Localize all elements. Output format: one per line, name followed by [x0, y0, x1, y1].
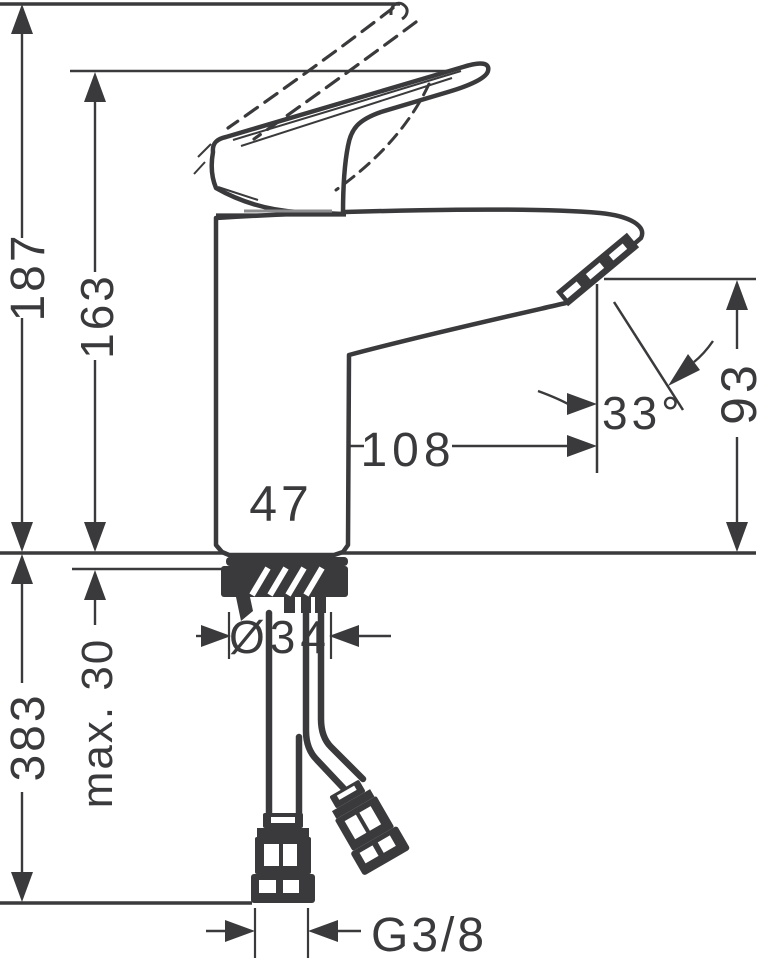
- arrow-g38-left: [225, 920, 255, 942]
- connector-cap-slot: [259, 880, 276, 893]
- aerator-slot: [562, 281, 582, 299]
- arrow-max30-up: [84, 570, 106, 600]
- connector-cap-slot: [283, 880, 299, 893]
- dim-diameter-label: Ø34: [229, 611, 331, 663]
- raised-handle-lower-edge: [252, 20, 418, 141]
- faucet: [193, 1, 645, 558]
- arrow-383-up: [11, 554, 33, 584]
- aerator-slots: [562, 243, 628, 299]
- right-hose-wall: [317, 609, 367, 783]
- raised-handle-tip-hook: [389, 1, 409, 21]
- arrow-108-right: [567, 435, 597, 457]
- mounting-washer: [226, 557, 348, 566]
- angle-leader-left-tail: [537, 389, 569, 406]
- dim-33deg-label: 33°: [602, 387, 684, 439]
- handle-pivot-line: [217, 186, 259, 201]
- supply-hoses: [251, 609, 410, 903]
- handle-highlight-line: [240, 77, 453, 147]
- raised-handle-back-dash: [197, 143, 212, 158]
- dimension-lines: [20, 32, 739, 933]
- angle-leader-right-tail: [693, 340, 714, 363]
- right-hose-wall: [302, 609, 353, 798]
- handle-lever-outline: [209, 61, 491, 217]
- connector-neck-slot: [271, 817, 295, 823]
- arrow-93-down: [726, 522, 748, 552]
- connector-ring: [331, 789, 375, 819]
- arrow-187-up: [11, 4, 33, 34]
- arrow-93-up: [726, 280, 748, 310]
- dim-93-label: 93: [711, 361, 760, 425]
- nut-hatch: [249, 566, 271, 597]
- connector-body-slot: [264, 844, 279, 866]
- raised-handle-top-edge: [226, 6, 395, 130]
- connector-neck-slot: [336, 785, 357, 800]
- right-hose-connector: [330, 780, 410, 875]
- dim-187-label: 187: [2, 232, 55, 321]
- handle-raised-position-dashed: [193, 1, 431, 192]
- arrow-34-left: [201, 625, 231, 647]
- connector-ring: [257, 828, 309, 837]
- threaded-stud: [301, 597, 311, 613]
- aerator-slot: [608, 243, 628, 261]
- stream-angle-line: [612, 301, 685, 411]
- arrow-g38-right: [308, 920, 338, 942]
- raised-handle-front-arc: [334, 82, 431, 192]
- aerator-slot: [585, 262, 605, 280]
- threaded-stud: [315, 597, 326, 613]
- dim-thread-label: G3/8: [371, 909, 487, 962]
- connector-body-slot: [359, 806, 382, 831]
- arrow-163-down: [84, 522, 106, 552]
- nut-hatch: [303, 566, 325, 597]
- raised-handle-back-dash: [193, 161, 206, 175]
- threaded-stud: [284, 597, 295, 613]
- connector-body-slot: [283, 844, 297, 866]
- arrow-383-down: [11, 872, 33, 902]
- mounting-hardware: [221, 557, 348, 621]
- nut-hatch: [285, 566, 307, 597]
- dim-47-label: 47: [249, 476, 313, 532]
- left-hose-connector: [251, 813, 315, 903]
- connector-cap-slot: [377, 835, 396, 853]
- nut-hatch: [267, 566, 289, 597]
- arrow-angle-to-stream: [668, 354, 700, 386]
- connector-body: [335, 796, 394, 851]
- arrow-angle-to-vertical: [567, 393, 597, 415]
- faucet-body-and-spout-outline: [213, 207, 645, 558]
- connector-body-slot: [344, 814, 367, 840]
- mounting-bracket-tab: [236, 597, 253, 621]
- connector-cap-slot: [359, 845, 379, 864]
- dim-max30-label: max. 30: [73, 638, 122, 809]
- arrow-34-right: [329, 625, 359, 647]
- arrow-163-up: [84, 72, 106, 102]
- dim-163-label: 163: [71, 273, 123, 359]
- dim-108-label: 108: [360, 424, 455, 477]
- dim-383-label: 383: [2, 692, 55, 781]
- dimension-labels: 187 163 383 max. 30 93 108 47 33° Ø34 G3…: [2, 232, 760, 962]
- arrow-187-down: [11, 522, 33, 552]
